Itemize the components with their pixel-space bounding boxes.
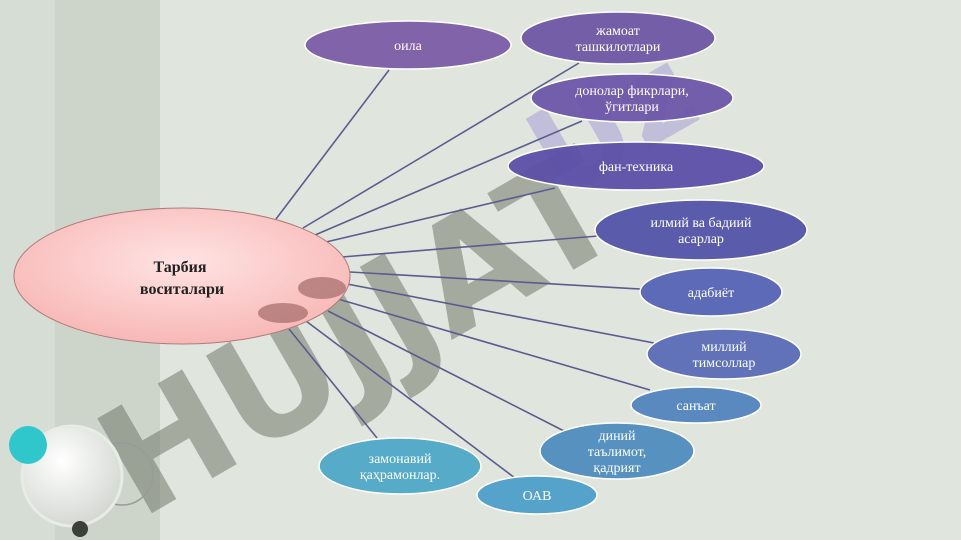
node-ilmiy-shape [594, 199, 808, 261]
node-zamonaviy-line-2: қаҳрамонлар. [360, 468, 440, 483]
node-donolar-line-1: донолар фикрлари, [575, 84, 689, 99]
connector-ilmiy [341, 235, 599, 258]
node-oila: оила [304, 20, 512, 70]
node-milliy-line-1: миллий [701, 340, 747, 355]
decorative-dark-dot [72, 521, 88, 537]
node-adabiyot-shape [639, 267, 783, 317]
node-donolar-label: донолар фикрлари,ўгитлари [575, 84, 689, 115]
node-sanat: санъат [630, 386, 762, 424]
node-oila-line-1: оила [394, 39, 422, 54]
node-milliy-shape [646, 328, 802, 380]
node-sanat-label: санъат [676, 399, 715, 414]
node-oav-shape [476, 475, 598, 515]
node-diniy-line-1: диний [598, 429, 636, 444]
node-jamoat-line-1: жамоат [595, 24, 640, 39]
connector-zamonaviy [288, 328, 378, 439]
center-node [13, 207, 351, 345]
node-diniy-line-2: таълимот, [588, 445, 646, 460]
node-ilmiy-line-1: илмий ва бадиий [651, 216, 752, 231]
node-fan-shape [507, 141, 765, 191]
node-oav-line-1: ОАВ [523, 489, 552, 504]
node-adabiyot-label: адабиёт [688, 286, 735, 301]
node-adabiyot: адабиёт [639, 267, 783, 317]
connector-milliy [346, 283, 655, 344]
node-fan-label: фан-техника [599, 160, 674, 175]
connector-fan [325, 187, 556, 243]
node-sanat-shape [630, 386, 762, 424]
node-milliy-line-2: тимсоллар [693, 356, 756, 371]
decorative-center-dot-1 [298, 277, 346, 299]
node-diniy-shape [539, 422, 695, 480]
decorative-white-circle [20, 424, 124, 528]
node-jamoat-shape [520, 11, 716, 65]
node-donolar-line-2: ўгитлари [605, 100, 659, 115]
connector-donolar [314, 120, 583, 236]
node-fan-line-1: фан-техника [599, 160, 674, 175]
node-oav: ОАВ [476, 475, 598, 515]
node-oila-label: оила [394, 39, 422, 54]
node-donolar: донолар фикрлари,ўгитлари [530, 73, 734, 123]
center-node-line-1: Тарбия [153, 259, 206, 276]
connector-diniy [327, 310, 567, 433]
connector-lines [275, 62, 655, 479]
node-oila-shape [304, 20, 512, 70]
center-node-title: Тарбия воситалари [140, 259, 224, 298]
connector-sanat [337, 298, 651, 391]
node-fan: фан-техника [507, 141, 765, 191]
center-node-line-2: воситалари [140, 281, 224, 298]
decorative-teal-dot [9, 426, 47, 464]
node-ilmiy-line-2: асарлар [678, 232, 724, 247]
connector-oav [305, 320, 516, 479]
connector-adabiyot [349, 271, 641, 290]
decorative-center-dot-2 [258, 303, 308, 323]
node-jamoat-line-2: ташкилотлари [576, 40, 661, 55]
connector-oila [275, 69, 390, 220]
node-donolar-shape [530, 73, 734, 123]
node-diniy-line-3: қадрият [593, 461, 640, 476]
node-zamonaviy-shape [318, 437, 482, 495]
connector-jamoat [302, 62, 580, 229]
node-sanat-line-1: санъат [676, 399, 715, 414]
node-oav-label: ОАВ [523, 489, 552, 504]
node-zamonaviy-line-1: замонавий [369, 452, 432, 467]
node-adabiyot-line-1: адабиёт [688, 286, 735, 301]
